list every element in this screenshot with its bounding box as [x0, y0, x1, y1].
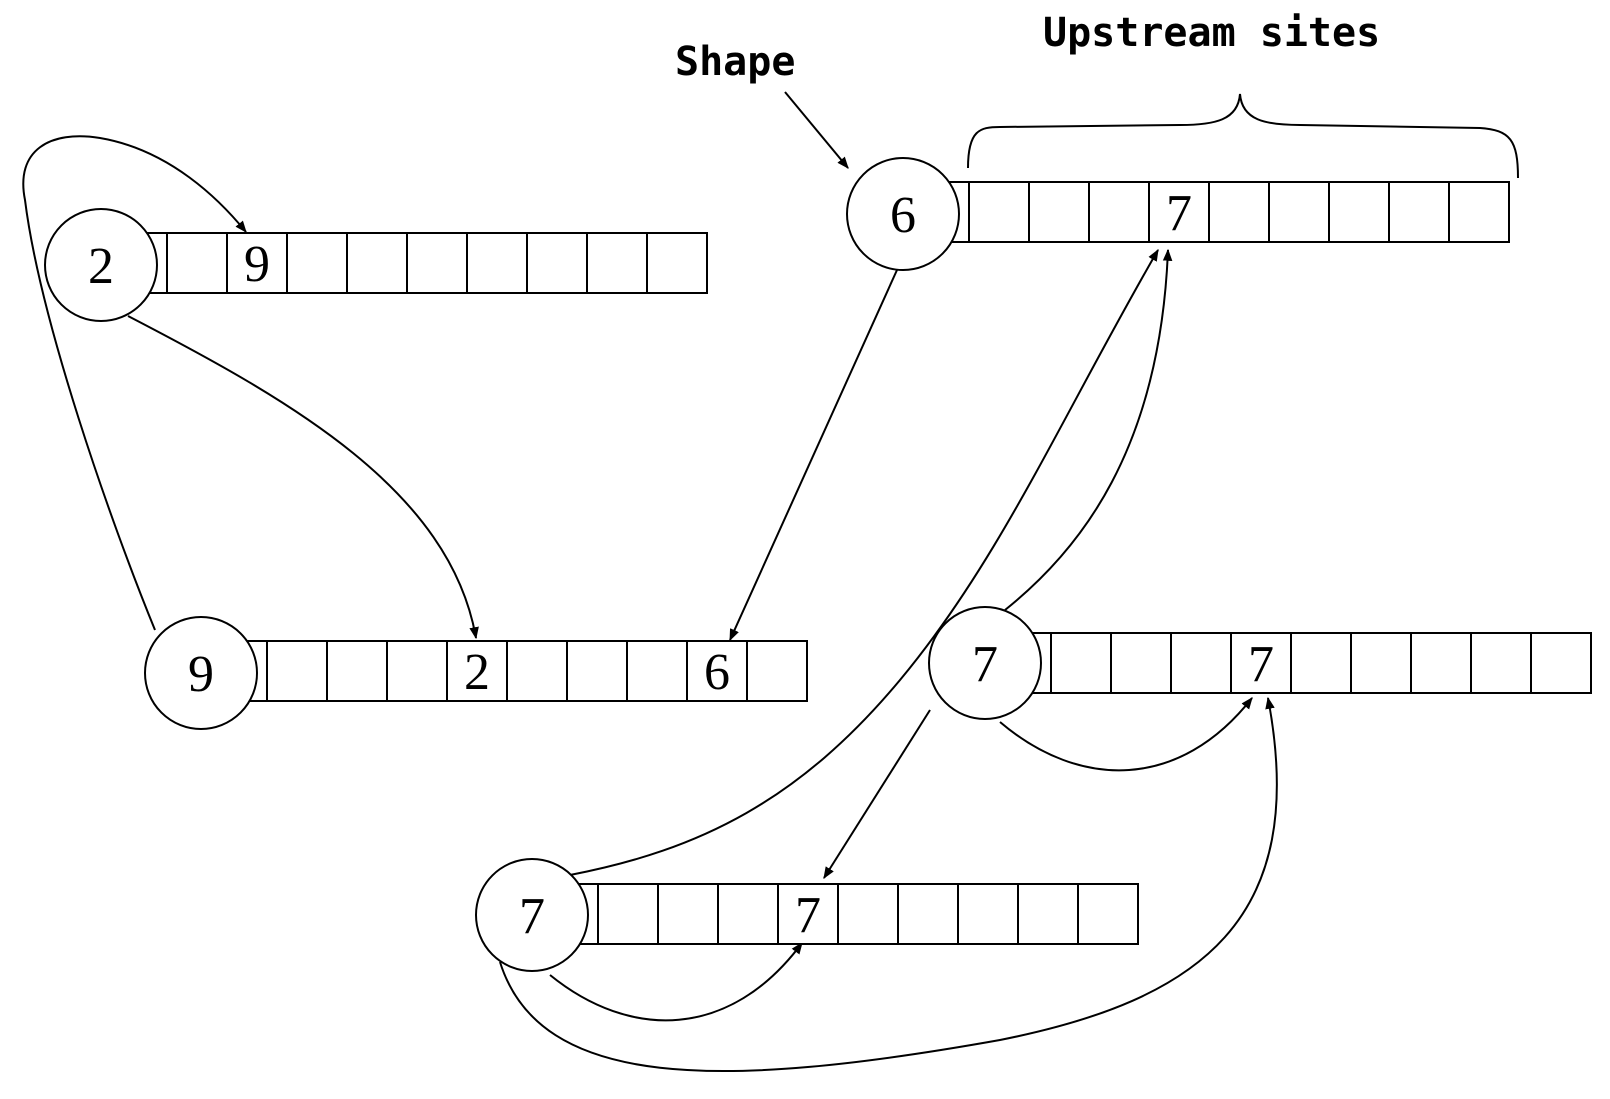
- site-cell: [626, 640, 688, 702]
- site-array: 7: [1030, 632, 1592, 694]
- site-cell: [346, 232, 408, 294]
- site-cell-value: 2: [464, 644, 490, 701]
- site-cell: [286, 232, 348, 294]
- site-cell: [226, 232, 288, 294]
- site-cell: [1148, 181, 1210, 243]
- site-cell-value: 7: [1166, 185, 1192, 242]
- site-cell: [1328, 181, 1390, 243]
- edge-n7b-to-n7a-site: [499, 696, 1278, 1073]
- site-cell: [1470, 632, 1532, 694]
- site-cell: [1028, 181, 1090, 243]
- site-cell: [1170, 632, 1232, 694]
- shape-label: Shape: [675, 39, 795, 85]
- edge-n7a-self-loop: [999, 697, 1253, 772]
- site-cell: [1077, 883, 1139, 945]
- site-cell: [1208, 181, 1270, 243]
- site-cell: [1530, 632, 1592, 694]
- site-cell: [686, 640, 748, 702]
- edge-n2-to-n9-site: [127, 315, 479, 640]
- shape-value: 2: [88, 238, 114, 295]
- site-cell: [386, 640, 448, 702]
- site-cell: [1110, 632, 1172, 694]
- edge-n7b-to-n6-site: [569, 248, 1159, 876]
- site-array: 7: [577, 883, 1139, 945]
- shape-circle: [144, 616, 258, 730]
- site-cell: [957, 883, 1019, 945]
- site-cell: [597, 883, 659, 945]
- site-cell: [526, 232, 588, 294]
- shape-value: 7: [519, 888, 545, 945]
- site-cell: [466, 232, 528, 294]
- shape-circle: [928, 606, 1042, 720]
- site-cell: [897, 883, 959, 945]
- site-cell: [1388, 181, 1450, 243]
- site-cell: [1230, 632, 1292, 694]
- upstream-sites-label: Upstream sites: [1043, 10, 1380, 56]
- edge-n7b-self-loop: [549, 942, 803, 1022]
- site-array: 7: [948, 181, 1510, 243]
- shape-circle: [846, 157, 960, 271]
- site-cell: [506, 640, 568, 702]
- site-cell: [1017, 883, 1079, 945]
- site-cell-value: 7: [1248, 636, 1274, 693]
- shape-value: 7: [972, 636, 998, 693]
- shape-value: 9: [188, 646, 214, 703]
- site-cell: [646, 232, 708, 294]
- site-cell: [657, 883, 719, 945]
- site-cell: [1448, 181, 1510, 243]
- site-cell: [166, 232, 228, 294]
- site-cell: [566, 640, 628, 702]
- shape-circle: [44, 208, 158, 322]
- site-cell: [1410, 632, 1472, 694]
- edge-n7a-to-n6-site: [1004, 248, 1173, 611]
- node-n7a: 77: [928, 606, 1592, 720]
- site-cell: [266, 640, 328, 702]
- shape-value: 6: [890, 187, 916, 244]
- edge-n7a-to-n7b-site: [823, 709, 931, 880]
- node-n7b: 77: [475, 858, 1139, 972]
- edge-n9-to-n2-site: [22, 135, 247, 631]
- site-array: 9: [146, 232, 708, 294]
- site-cell-value: 9: [244, 236, 270, 293]
- shape-pointer-arrow: [784, 91, 849, 169]
- site-cell: [406, 232, 468, 294]
- edges-layer: [22, 135, 1278, 1073]
- node-n2: 92: [44, 208, 708, 322]
- site-cell: [1290, 632, 1352, 694]
- site-cell: [837, 883, 899, 945]
- site-cell: [586, 232, 648, 294]
- node-n6: 76: [846, 157, 1510, 271]
- edge-n6-to-n9-site: [729, 269, 898, 642]
- site-cell: [1350, 632, 1412, 694]
- site-cell: [1050, 632, 1112, 694]
- site-cell: [717, 883, 779, 945]
- site-cell: [1268, 181, 1330, 243]
- shape-circle: [475, 858, 589, 972]
- site-cell: [326, 640, 388, 702]
- site-cell: [746, 640, 808, 702]
- upstream-sites-brace: [967, 93, 1519, 179]
- site-cell: [968, 181, 1030, 243]
- site-cell-value: 6: [704, 644, 730, 701]
- site-cell-value: 7: [795, 887, 821, 944]
- site-cell: [1088, 181, 1150, 243]
